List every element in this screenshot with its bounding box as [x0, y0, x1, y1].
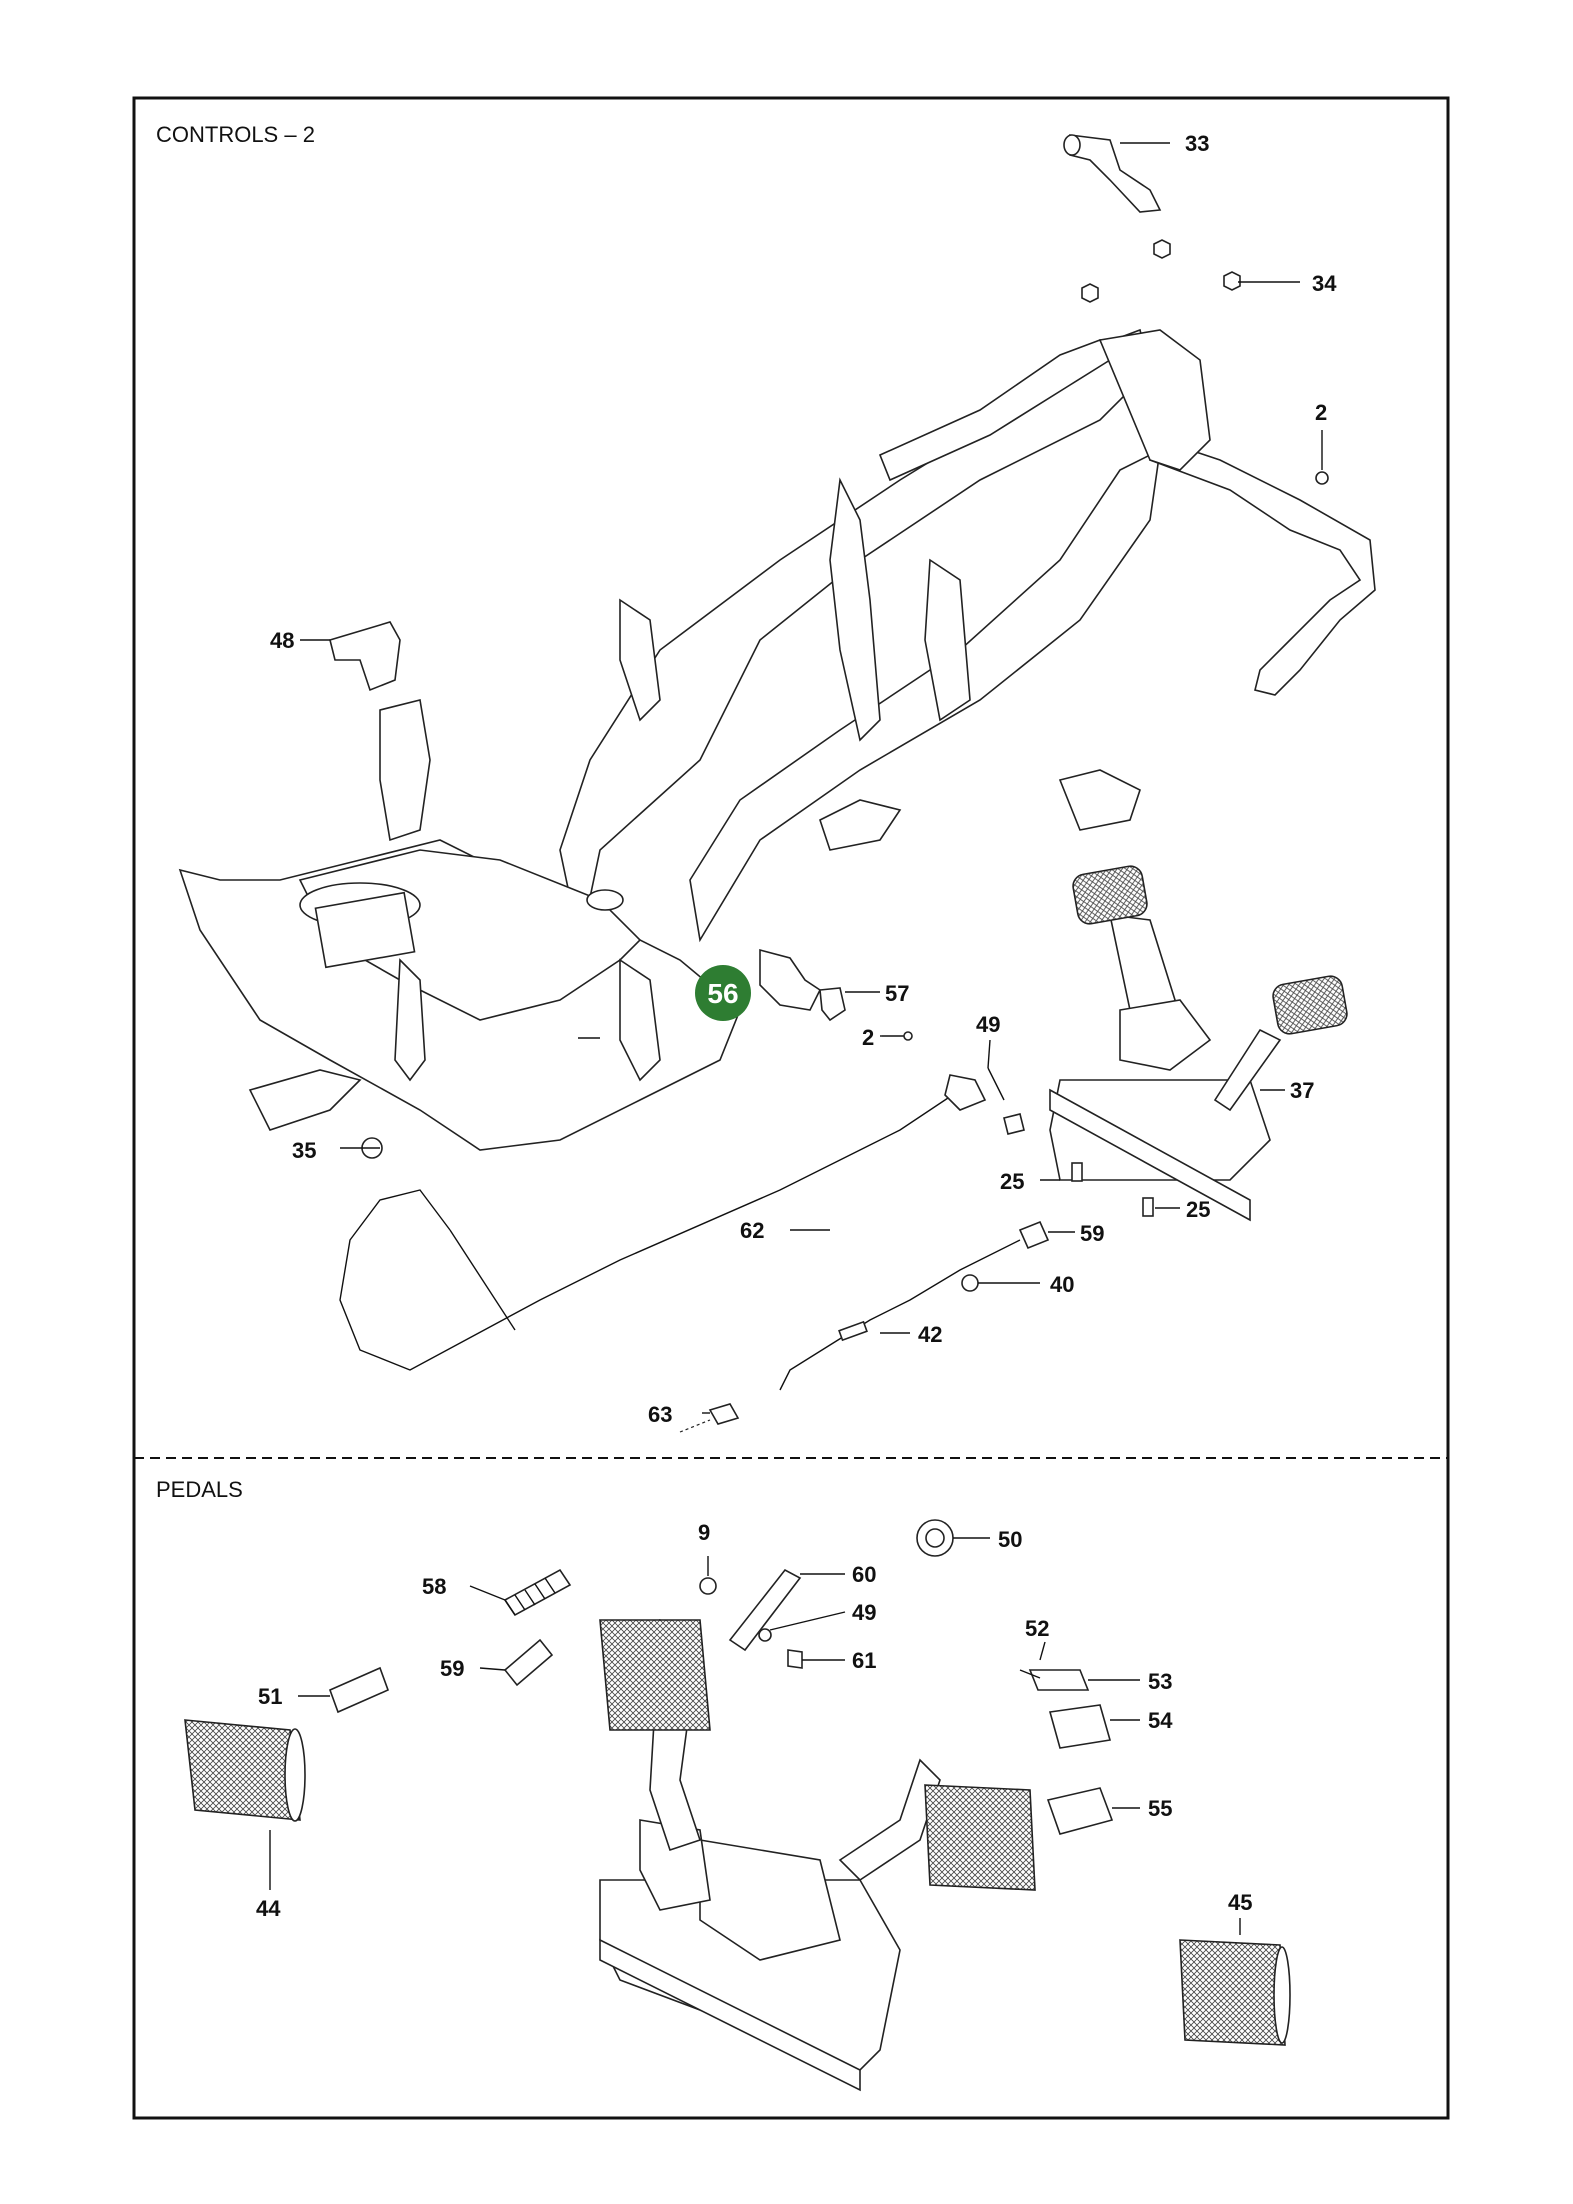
- callout-33: 33: [1185, 131, 1209, 156]
- part-55-block: [1046, 1787, 1114, 1835]
- callout-35: 35: [292, 1138, 316, 1163]
- callout-58: 58: [422, 1574, 446, 1599]
- callout-48: 48: [270, 628, 294, 653]
- callout-51: 51: [258, 1684, 282, 1709]
- callout-25-left: 25: [1000, 1169, 1024, 1194]
- part-25-bolts: [1071, 1162, 1154, 1217]
- part-54-bracket: [1048, 1704, 1112, 1749]
- callout-55: 55: [1148, 1796, 1172, 1821]
- callout-54: 54: [1148, 1708, 1173, 1733]
- callout-40: 40: [1050, 1272, 1074, 1297]
- callout-56-highlight[interactable]: 56: [695, 965, 751, 1021]
- callout-59-controls: 59: [1080, 1221, 1104, 1246]
- part-34-nuts: [1081, 239, 1241, 303]
- pedal-pad-upper: [599, 1619, 711, 1731]
- part-42-rod: [779, 1239, 1021, 1391]
- part-48-bracket: [329, 621, 401, 692]
- part-60-plate: [728, 1568, 802, 1652]
- pedals-assembly-illustration: [599, 1618, 941, 2092]
- callout-62: 62: [740, 1218, 764, 1243]
- callout-53: 53: [1148, 1669, 1172, 1694]
- callout-42: 42: [918, 1322, 942, 1347]
- part-49-pin: [987, 1067, 1025, 1135]
- part-50-bushing: [916, 1519, 954, 1557]
- callout-labels: 33 34 2 48 57 2 49 37 35 25 25 62 59 40 …: [256, 131, 1337, 1921]
- pedals-section-title: PEDALS: [156, 1477, 243, 1502]
- part-37-pedal-assembly: [1049, 865, 1348, 1222]
- callout-34: 34: [1312, 271, 1337, 296]
- controls-section-title: CONTROLS – 2: [156, 122, 315, 147]
- callout-45: 45: [1228, 1890, 1252, 1915]
- chassis-frame-illustration: [178, 328, 1376, 1151]
- callout-leader-lines: [269, 142, 1323, 1935]
- callout-9: 9: [698, 1520, 710, 1545]
- callout-44: 44: [256, 1896, 281, 1921]
- pedal-pad-right: [924, 1784, 1036, 1891]
- callout-2-mid: 2: [862, 1025, 874, 1050]
- part-58-spring: [503, 1568, 572, 1617]
- diagram-frame: [132, 96, 1450, 2120]
- part-52-53-switch: [1019, 1669, 1090, 1691]
- part-40-ring: [961, 1274, 979, 1292]
- part-59-spring-pedals: [503, 1638, 554, 1687]
- callout-63: 63: [648, 1402, 672, 1427]
- part-33-lever: [1063, 134, 1162, 213]
- part-49-pin-pedals: [758, 1628, 772, 1642]
- part-63-spring: [679, 1403, 740, 1433]
- part-61-clevis: [787, 1649, 803, 1669]
- callout-56: 56: [707, 978, 738, 1009]
- callout-50: 50: [998, 1527, 1022, 1552]
- callout-49: 49: [976, 1012, 1000, 1037]
- callout-52: 52: [1025, 1616, 1049, 1641]
- part-59-spring: [1018, 1220, 1050, 1250]
- callout-59-pedals: 59: [440, 1656, 464, 1681]
- part-44-pedal-pad: [184, 1719, 306, 1822]
- part-2-screw-top: [1315, 471, 1329, 485]
- part-45-pedal-pad: [1179, 1939, 1291, 2046]
- part-9-washer: [699, 1577, 717, 1595]
- part-57-clip: [819, 987, 846, 1022]
- callout-37: 37: [1290, 1078, 1314, 1103]
- callout-57: 57: [885, 981, 909, 1006]
- highlight-badge: [695, 965, 751, 1021]
- callout-25-right: 25: [1186, 1197, 1210, 1222]
- callout-61: 61: [852, 1648, 876, 1673]
- callout-49-pedals: 49: [852, 1600, 876, 1625]
- callout-2-top: 2: [1315, 400, 1327, 425]
- part-51-spring: [328, 1666, 390, 1714]
- part-62-cable: [339, 1074, 987, 1371]
- part-2-screw-mid: [882, 1031, 913, 1041]
- callout-60: 60: [852, 1562, 876, 1587]
- part-56-bracket: [759, 948, 822, 1011]
